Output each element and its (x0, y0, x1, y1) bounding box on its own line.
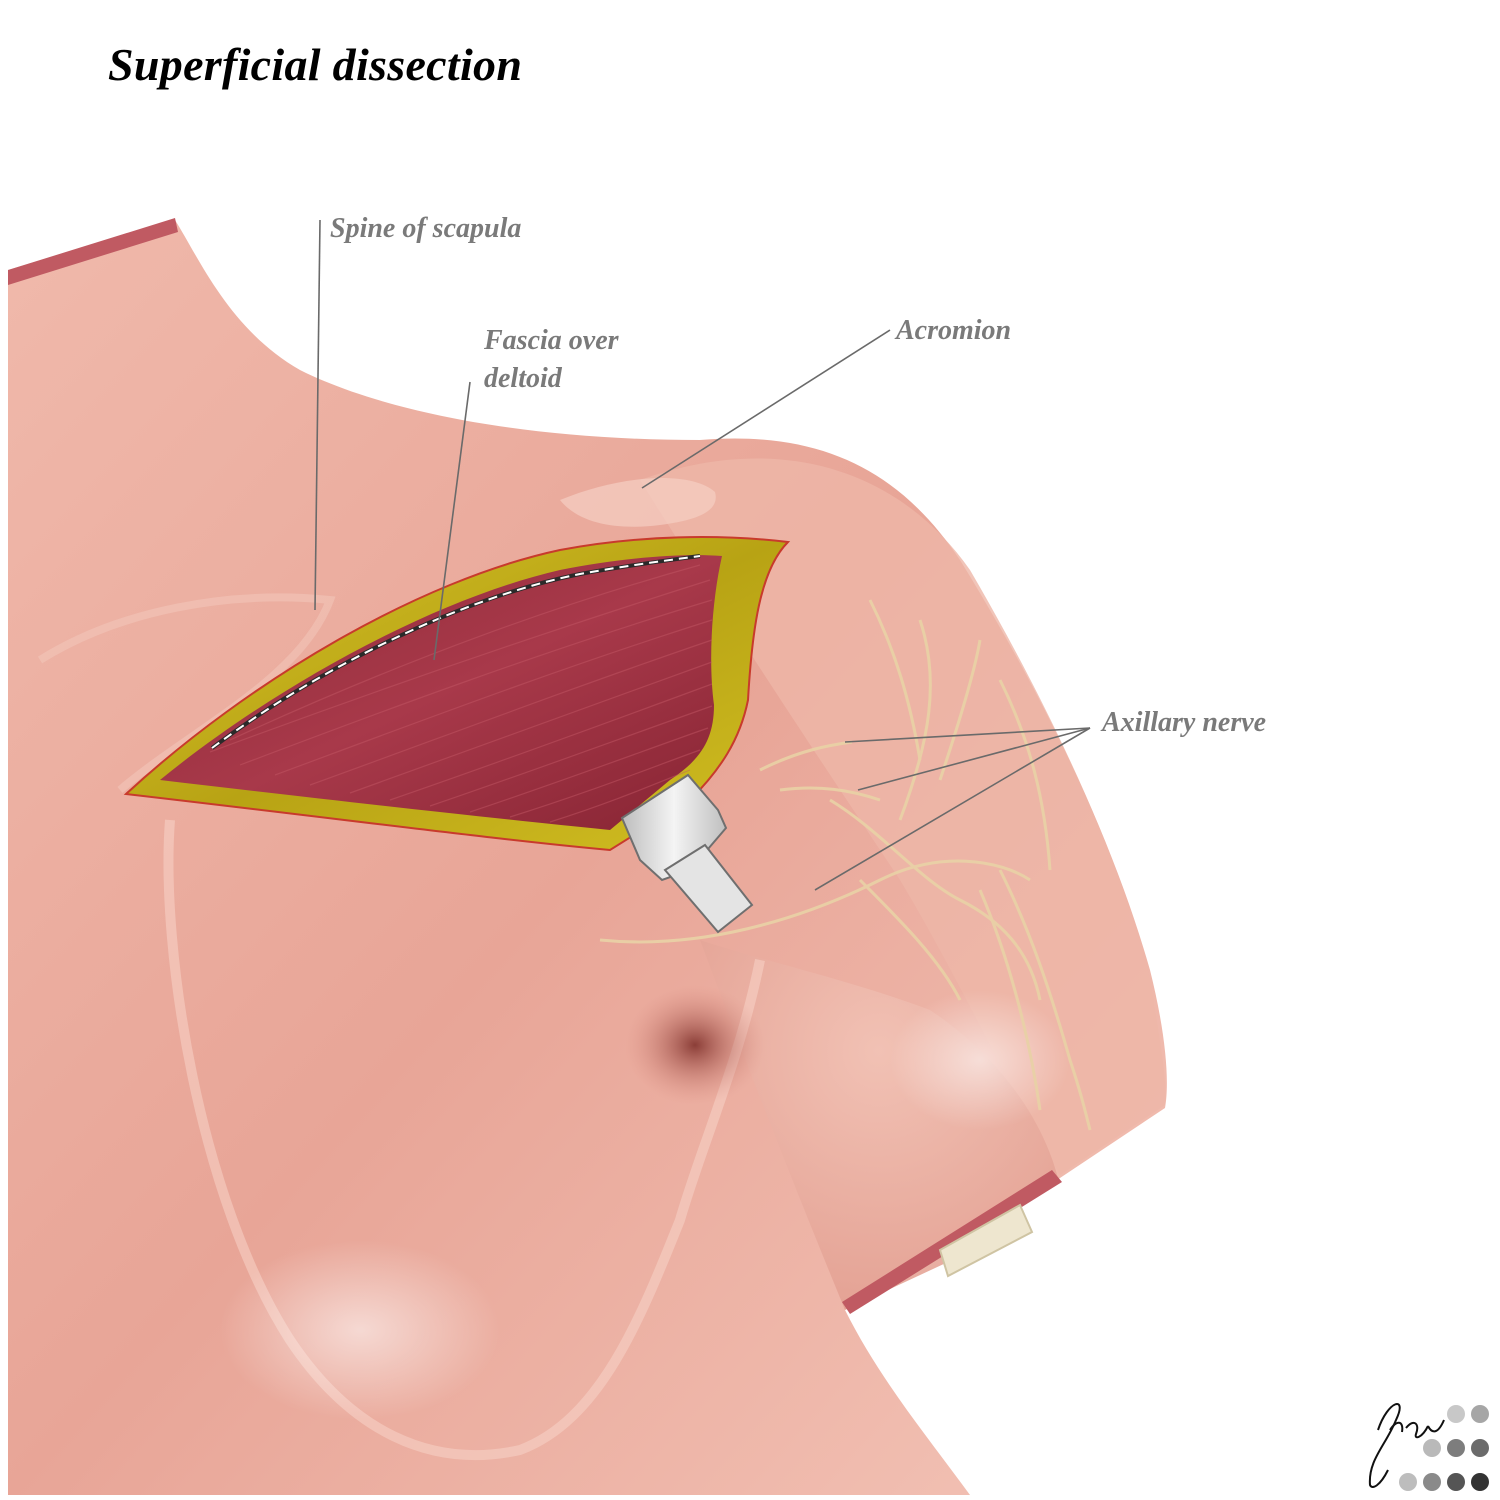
skin-highlight-2 (220, 1240, 500, 1420)
muscle-fibers (209, 564, 713, 823)
arm-cut-edge (842, 1170, 1062, 1314)
leader-acromion (641, 329, 891, 489)
axilla-shadow (625, 985, 765, 1105)
label-axillary-nerve: Axillary nerve (1102, 707, 1267, 738)
leader-axillary-nerve-3 (814, 727, 1091, 891)
axillary-nerve-branches (599, 599, 1092, 1131)
retractor (620, 773, 754, 934)
skin-highlight (890, 990, 1070, 1130)
label-fascia-line1: Fascia over (484, 325, 619, 356)
leader-axillary-nerve-1 (844, 727, 1091, 743)
shoulder-cap (640, 458, 1166, 1175)
scapula-outline (163, 819, 765, 1461)
figure-title: Superficial dissection (108, 39, 523, 90)
leader-axillary-nerve-2 (857, 727, 1091, 791)
humerus-end (938, 1203, 1034, 1278)
leader-lines (314, 219, 1091, 891)
label-spine-of-scapula: Spine of scapula (330, 213, 522, 244)
fascia-dashed-highlight (211, 555, 701, 749)
label-fascia-line2: deltoid (484, 363, 562, 394)
acromion-ridge (560, 478, 716, 527)
deltoid-muscle (160, 555, 722, 830)
leader-fascia-over-deltoid (433, 381, 471, 661)
label-acromion: Acromion (896, 315, 1012, 346)
leader-spine-of-scapula (314, 219, 321, 611)
label-fascia-over-deltoid: Fascia over deltoid (484, 322, 619, 398)
neck-cut-edge (8, 218, 178, 285)
upper-arm (700, 940, 1058, 1310)
artist-signature-logo (1368, 1403, 1489, 1491)
